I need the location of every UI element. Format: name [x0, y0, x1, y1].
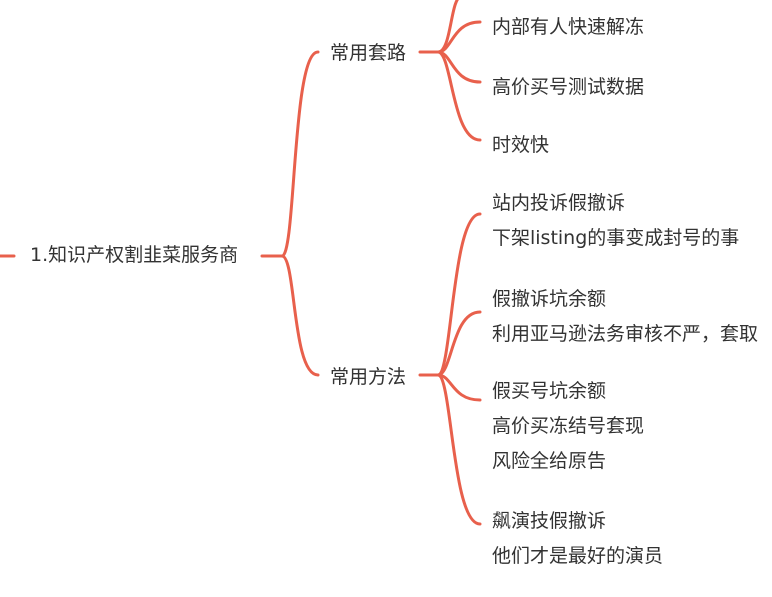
leaf-connector [436, 310, 482, 377]
leaf-node[interactable]: 时效快 [492, 128, 549, 163]
leaf-connector [436, 212, 482, 377]
leaf-node[interactable]: 假买号坑余额 高价买冻结号套现 风险全给原告 [492, 374, 644, 479]
leaf-line: 风险全给原告 [492, 450, 607, 472]
leaf-line: 飙演技假撤诉 [492, 510, 607, 532]
leaf-node[interactable]: 假撤诉坑余额 利用亚马逊法务审核不严，套取 [492, 282, 758, 352]
leaf-connector [436, 50, 482, 142]
branch-node-common-methods[interactable]: 常用方法 [330, 366, 407, 388]
leaf-line: 利用亚马逊法务审核不严，套取 [492, 323, 759, 345]
root-node[interactable]: 1.知识产权割韭菜服务商 [30, 244, 239, 266]
leaf-node[interactable]: 高价买号测试数据 [492, 70, 644, 105]
leaf-line: 高价买号测试数据 [492, 76, 645, 98]
leaf-line: 他们才是最好的演员 [492, 545, 664, 567]
leaf-node[interactable]: 内部有人快速解冻 [492, 10, 644, 45]
leaf-line: 时效快 [492, 134, 550, 156]
leaf-line: 假撤诉坑余额 [492, 288, 607, 310]
leaf-line: 假买号坑余额 [492, 380, 607, 402]
branch-connector [280, 50, 320, 258]
branch-connector [280, 254, 320, 377]
leaf-line: 高价买冻结号套现 [492, 415, 645, 437]
leaf-connector [436, 373, 482, 402]
leaf-line: 内部有人快速解冻 [492, 16, 645, 38]
leaf-node[interactable]: 站内投诉假撤诉 下架listing的事变成封号的事 [492, 186, 739, 256]
branch-node-common-routines[interactable]: 常用套路 [330, 42, 407, 64]
leaf-line: 站内投诉假撤诉 [492, 192, 626, 214]
leaf-connector [436, 373, 482, 526]
leaf-node[interactable]: 飙演技假撤诉 他们才是最好的演员 [492, 504, 663, 574]
leaf-line: 下架listing的事变成封号的事 [492, 227, 740, 249]
